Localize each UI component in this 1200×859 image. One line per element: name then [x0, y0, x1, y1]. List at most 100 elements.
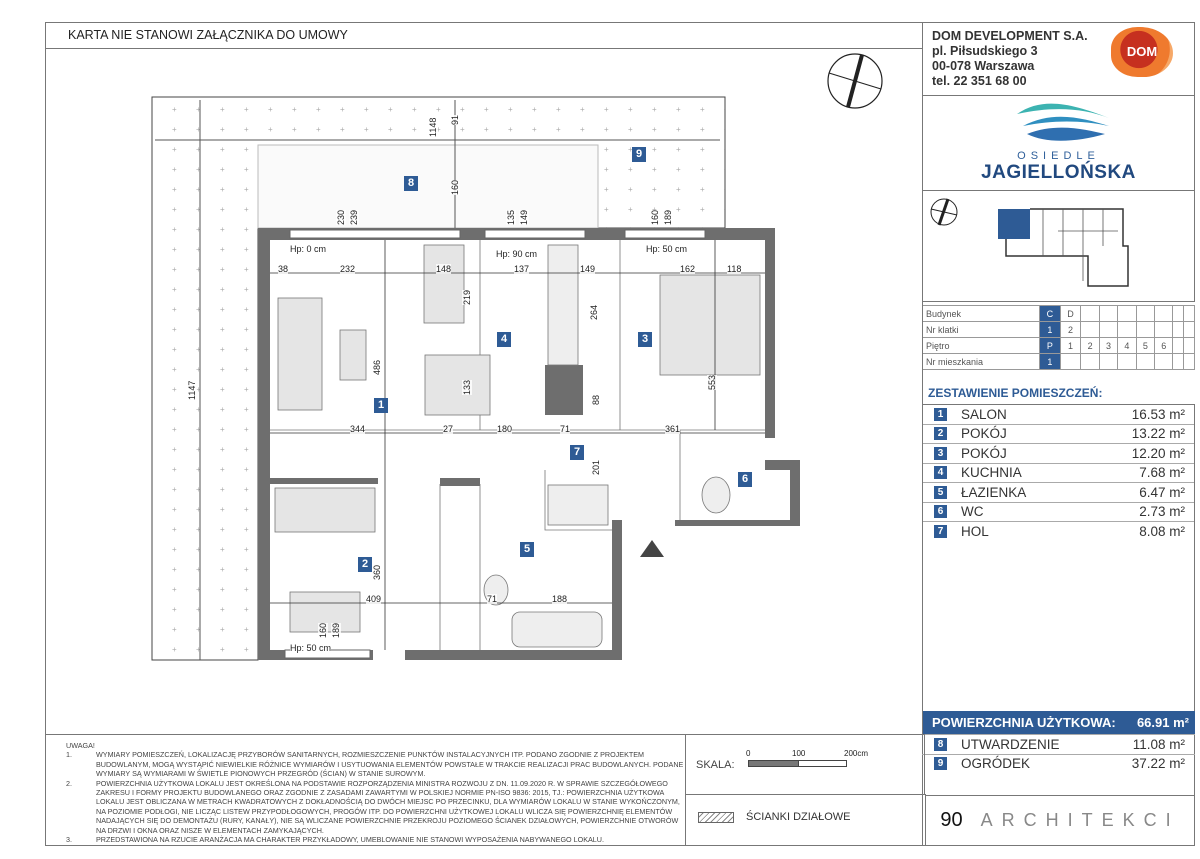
rooms-frame — [922, 404, 1195, 846]
interior-lines — [270, 240, 765, 650]
room-tag: 4 — [497, 332, 511, 347]
room-number: 8 — [934, 737, 947, 751]
room-tag: 2 — [358, 557, 372, 572]
legend-box: ŚCIANKI DZIAŁOWE — [685, 794, 926, 846]
room-number: 1 — [934, 407, 947, 421]
room-name: WC — [961, 504, 984, 520]
info-empty — [1080, 305, 1100, 322]
info-value: 1 — [1059, 337, 1082, 354]
outdoor-list: 8 UTWARDZENIE 11.08 m² 9 OGRÓDEK 37.22 m² — [922, 734, 1195, 773]
dimension-label: 148 — [436, 264, 452, 274]
note-item: 2.POWIERZCHNIA UŻYTKOWA LOKALU JEST OKRE… — [66, 779, 685, 835]
room-area: 16.53 m² — [1131, 406, 1185, 422]
info-empty — [1183, 353, 1195, 370]
room-area: 2.73 m² — [1139, 504, 1185, 520]
dimension-label: 409 — [366, 594, 382, 604]
usable-area-label: POWIERZCHNIA UŻYTKOWA: — [932, 715, 1116, 730]
dimension-label: 118 — [727, 264, 742, 274]
info-empty — [1183, 305, 1195, 322]
dimension-label: 230 — [336, 209, 346, 225]
info-empty — [1183, 321, 1195, 338]
room-number: 4 — [934, 466, 947, 480]
dimension-label: 264 — [589, 304, 599, 320]
info-value: 1 — [1039, 321, 1061, 338]
info-empty — [1135, 353, 1156, 370]
info-label: Nr mieszkania — [922, 353, 1040, 370]
room-area: 11.08 m² — [1132, 736, 1185, 752]
dimension-label: 189 — [663, 209, 673, 225]
sill-height-label: Hp: 50 cm — [290, 643, 332, 653]
dimension-label: 88 — [591, 394, 601, 405]
legend-label: ŚCIANKI DZIAŁOWE — [746, 811, 851, 823]
rooms-title: ZESTAWIENIE POMIESZCZEŃ: — [928, 386, 1103, 400]
info-empty — [1154, 321, 1174, 338]
info-value: 6 — [1154, 337, 1174, 354]
dimension-label: 133 — [462, 379, 472, 395]
dimension-label: 149 — [580, 264, 596, 274]
notes: UWAGA! 1.WYMIARY POMIESZCZEŃ, LOKALIZACJ… — [45, 734, 686, 846]
info-empty — [1098, 353, 1119, 370]
room-number: 2 — [934, 427, 947, 441]
terrace-area — [257, 144, 599, 229]
dimension-label: 201 — [591, 459, 601, 475]
note-number: 1. — [66, 750, 72, 760]
developer-name: DOM DEVELOPMENT S.A. — [932, 29, 1088, 43]
info-empty — [1098, 321, 1119, 338]
room-name: KUCHNIA — [961, 465, 1022, 481]
info-empty — [1117, 321, 1137, 338]
project-logo: OSIEDLE JAGIELLOŃSKA — [922, 95, 1195, 191]
scale-tick-100: 100 — [792, 749, 806, 758]
entrance-marker-icon — [640, 540, 664, 557]
dimension-label: 149 — [519, 209, 529, 225]
room-number: 9 — [934, 757, 947, 771]
sill-height-label: Hp: 0 cm — [290, 244, 327, 254]
plan-frame — [45, 48, 923, 735]
room-area: 37.22 m² — [1131, 756, 1185, 772]
dimension-label: 553 — [707, 374, 717, 390]
room-number: 5 — [934, 485, 947, 499]
architect-name: ARCHITEKCI — [980, 810, 1180, 830]
info-label: Piętro — [922, 337, 1040, 354]
info-value: 2 — [1080, 337, 1100, 354]
info-empty — [1172, 321, 1185, 338]
dimension-label: 1148 — [428, 117, 438, 137]
dimension-label: 27 — [443, 424, 454, 434]
dimension-label: 1147 — [187, 380, 197, 400]
info-value: 2 — [1059, 321, 1082, 338]
scale-label: SKALA: — [696, 759, 735, 771]
scale-bar-light — [798, 760, 847, 767]
waves-icon — [1017, 103, 1109, 141]
room-name: HOL — [961, 523, 989, 539]
info-empty — [1154, 353, 1174, 370]
project-line1: OSIEDLE — [1017, 150, 1100, 162]
project-name: JAGIELLOŃSKA — [981, 162, 1136, 183]
room-number: 7 — [934, 524, 947, 538]
dimension-label: 188 — [552, 594, 568, 604]
dimension-label: 71 — [560, 424, 571, 434]
room-name: UTWARDZENIE — [961, 736, 1060, 752]
info-value: 3 — [1098, 337, 1119, 354]
dimension-label: 160 — [450, 179, 460, 195]
room-number: 6 — [934, 505, 947, 519]
compass-icon — [827, 53, 883, 109]
dimension-label: 71 — [487, 594, 498, 604]
architect-logo: 90 ARCHITEKCI — [925, 795, 1195, 846]
room-area: 12.20 m² — [1131, 445, 1185, 461]
developer-city: 00-078 Warszawa — [932, 59, 1035, 73]
info-value: D — [1059, 305, 1082, 322]
dimension-label: 360 — [372, 564, 382, 580]
developer-phone: tel. 22 351 68 00 — [932, 74, 1027, 88]
info-empty — [1172, 337, 1185, 354]
room-area: 13.22 m² — [1131, 426, 1185, 442]
info-empty — [1098, 305, 1119, 322]
info-empty — [1135, 305, 1156, 322]
scale-box: SKALA: 0 100 200cm — [685, 734, 925, 795]
info-value: 5 — [1135, 337, 1156, 354]
dimension-label: 162 — [680, 264, 696, 274]
note-item: 1.WYMIARY POMIESZCZEŃ, LOKALIZACJĘ PRZYB… — [66, 750, 685, 778]
room-name: OGRÓDEK — [961, 756, 1031, 772]
